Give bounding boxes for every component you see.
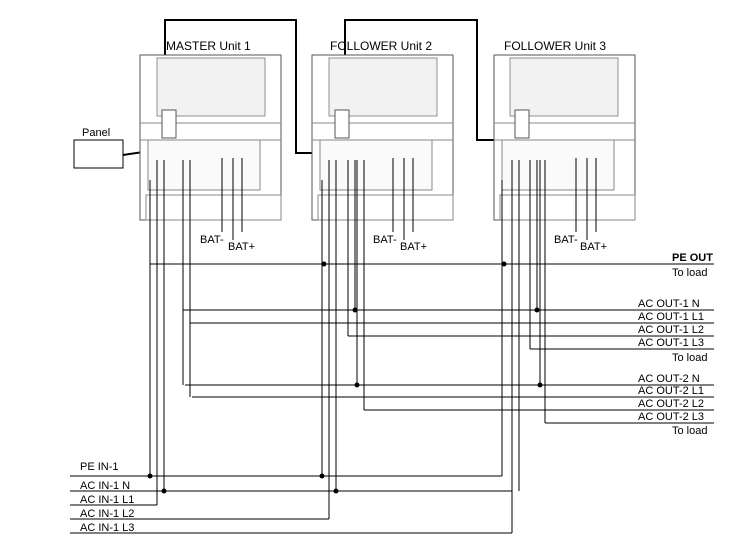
ac-out-1-l3-label: AC OUT-1 L3 bbox=[638, 337, 704, 349]
junction-dot bbox=[319, 473, 325, 479]
unit-1-board bbox=[156, 57, 266, 117]
ac-out-2-n-label: AC OUT-2 N bbox=[638, 373, 700, 385]
unit-2-title: FOLLOWER Unit 2 bbox=[330, 39, 432, 53]
junction-dot bbox=[161, 488, 167, 494]
unit-1-title: MASTER Unit 1 bbox=[166, 39, 251, 53]
unit-1: MASTER Unit 1 bbox=[139, 39, 282, 221]
ac-out-1-l1-label: AC OUT-1 L1 bbox=[638, 311, 704, 323]
ac-in-l3-label: AC IN-1 L3 bbox=[80, 522, 134, 534]
ac-out-1-n-label: AC OUT-1 N bbox=[638, 298, 700, 310]
vertical-drops bbox=[149, 160, 546, 533]
unit-2-bat-plus-label: BAT+ bbox=[400, 241, 427, 253]
comm-cable-follower2-follower3 bbox=[344, 19, 520, 141]
unit-3-bat-plus-label: BAT+ bbox=[580, 241, 607, 253]
junction-dot bbox=[537, 382, 543, 388]
ac-out-2-l2-label: AC OUT-2 L2 bbox=[638, 398, 704, 410]
junction-dot bbox=[321, 261, 327, 267]
input-labels: PE IN-1 AC IN-1 N AC IN-1 L1 AC IN-1 L2 … bbox=[80, 461, 134, 534]
ac-out-1-to-load: To load bbox=[672, 352, 707, 364]
unit-3-title: FOLLOWER Unit 3 bbox=[504, 39, 606, 53]
ac-in-l2-label: AC IN-1 L2 bbox=[80, 508, 134, 520]
unit-3-board bbox=[509, 57, 619, 117]
unit-1-bat-plus-label: BAT+ bbox=[228, 241, 255, 253]
ac-in-l1-label: AC IN-1 L1 bbox=[80, 494, 134, 506]
unit-2-terminal-block bbox=[319, 139, 433, 191]
junction-dot bbox=[147, 473, 153, 479]
unit-1-bat-minus-label: BAT- bbox=[200, 234, 224, 246]
junction-dot bbox=[354, 382, 360, 388]
unit-3-terminal-block bbox=[501, 139, 615, 191]
unit-2-board bbox=[328, 57, 438, 117]
unit-2-bat-minus-label: BAT- bbox=[373, 234, 397, 246]
junction-dot bbox=[352, 307, 358, 313]
ac-out-2-to-load: To load bbox=[672, 425, 707, 437]
ac-out-2-l1-label: AC OUT-2 L1 bbox=[638, 385, 704, 397]
battery-leads: BAT- BAT+ BAT- BAT+ BAT- BAT+ bbox=[200, 158, 607, 253]
unit-3: FOLLOWER Unit 3 bbox=[493, 39, 636, 221]
unit-2-comm-port bbox=[334, 109, 350, 139]
unit-3-comm-port bbox=[514, 109, 530, 139]
ac-out-1-l2-label: AC OUT-1 L2 bbox=[638, 324, 704, 336]
output-labels: PE OUT To load AC OUT-1 N AC OUT-1 L1 AC… bbox=[638, 252, 713, 437]
pe-out-to-load: To load bbox=[672, 267, 707, 279]
junction-dot bbox=[501, 261, 507, 267]
ac-in-n-label: AC IN-1 N bbox=[80, 480, 130, 492]
pe-in-label: PE IN-1 bbox=[80, 461, 119, 473]
panel-label: Panel bbox=[82, 127, 110, 139]
junction-dots bbox=[147, 261, 543, 494]
unit-3-bat-minus-label: BAT- bbox=[554, 234, 578, 246]
unit-2: FOLLOWER Unit 2 bbox=[311, 39, 454, 221]
pe-out-label: PE OUT bbox=[672, 252, 713, 264]
ac-out-2-l3-label: AC OUT-2 L3 bbox=[638, 411, 704, 423]
panel-box bbox=[73, 139, 124, 169]
junction-dot bbox=[333, 488, 339, 494]
unit-1-comm-port bbox=[161, 109, 177, 139]
panel-group: Panel bbox=[73, 127, 124, 169]
bus-lines bbox=[70, 263, 714, 534]
unit-1-terminal-block bbox=[147, 139, 261, 191]
junction-dot bbox=[534, 307, 540, 313]
